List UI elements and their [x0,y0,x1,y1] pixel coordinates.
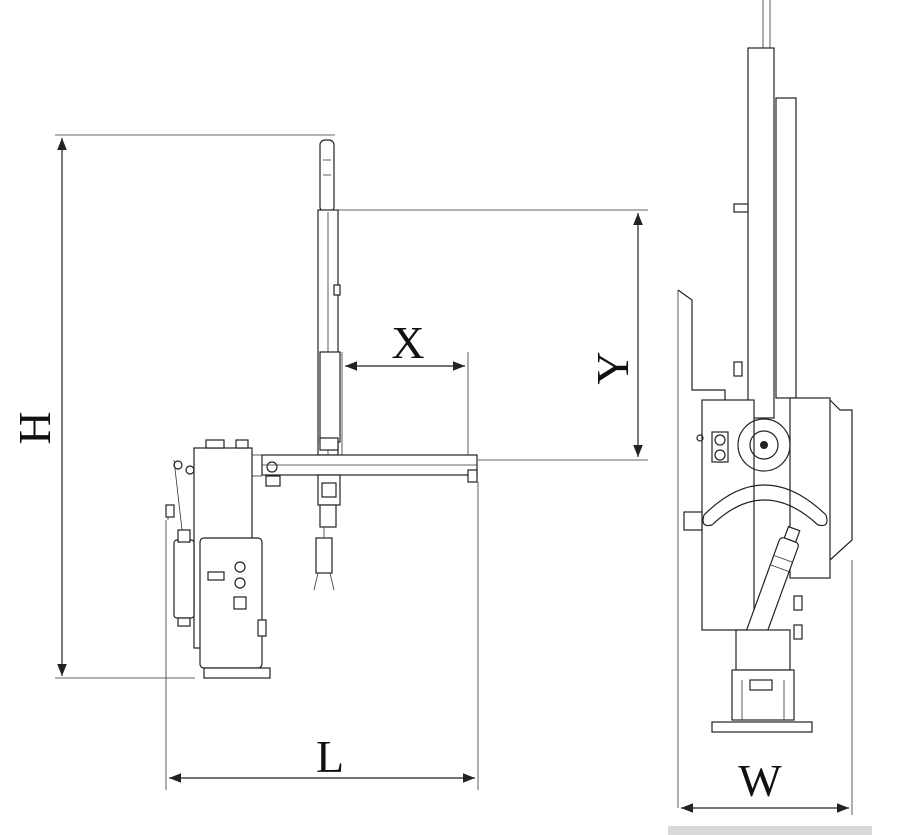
y-stroke-label: Y [587,351,638,384]
front-view: H Y X [9,134,648,790]
x-stroke-label: X [391,317,424,368]
length-label: L [316,731,344,782]
width-label: W [738,755,782,806]
side-view: W [668,0,872,835]
footer-bar [668,826,872,835]
hub-circle [737,418,791,472]
height-label: H [9,411,60,444]
